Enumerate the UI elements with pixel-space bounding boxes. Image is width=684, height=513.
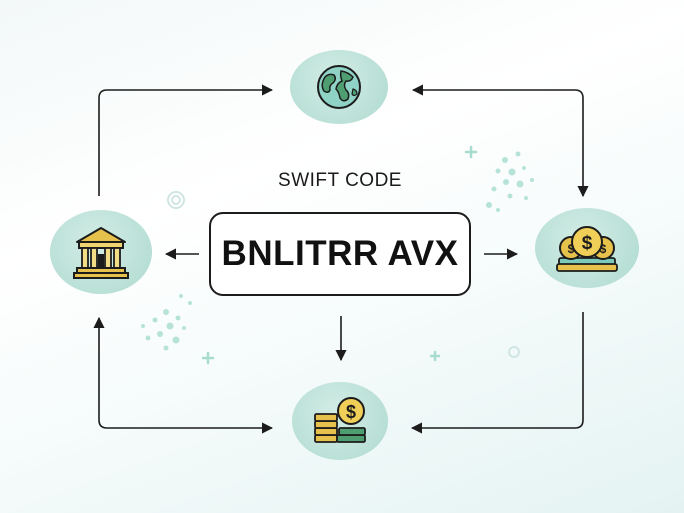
globe-node (290, 50, 388, 124)
coins-money-icon: $ $ $ (556, 226, 618, 272)
swift-code-value: BNLITRR AVX (221, 234, 459, 273)
svg-text:$: $ (600, 242, 607, 256)
cash-node: $ (292, 382, 388, 460)
bank-node (50, 210, 152, 294)
swift-code-box: BNLITRR AVX (209, 212, 471, 296)
arrow-right-to-bottom (410, 312, 584, 434)
svg-text:$: $ (582, 233, 593, 254)
globe-icon (317, 65, 361, 109)
arrow-bottom-to-left (93, 316, 274, 434)
bank-icon (73, 227, 129, 279)
arrow-left-to-top (98, 84, 274, 196)
svg-text:$: $ (346, 402, 356, 422)
coins-node: $ $ $ (535, 208, 639, 288)
cash-stack-icon: $ (314, 397, 366, 443)
swift-code-label: SWIFT CODE (278, 170, 402, 191)
svg-text:$: $ (568, 242, 575, 256)
arrow-top-to-right (411, 84, 589, 198)
